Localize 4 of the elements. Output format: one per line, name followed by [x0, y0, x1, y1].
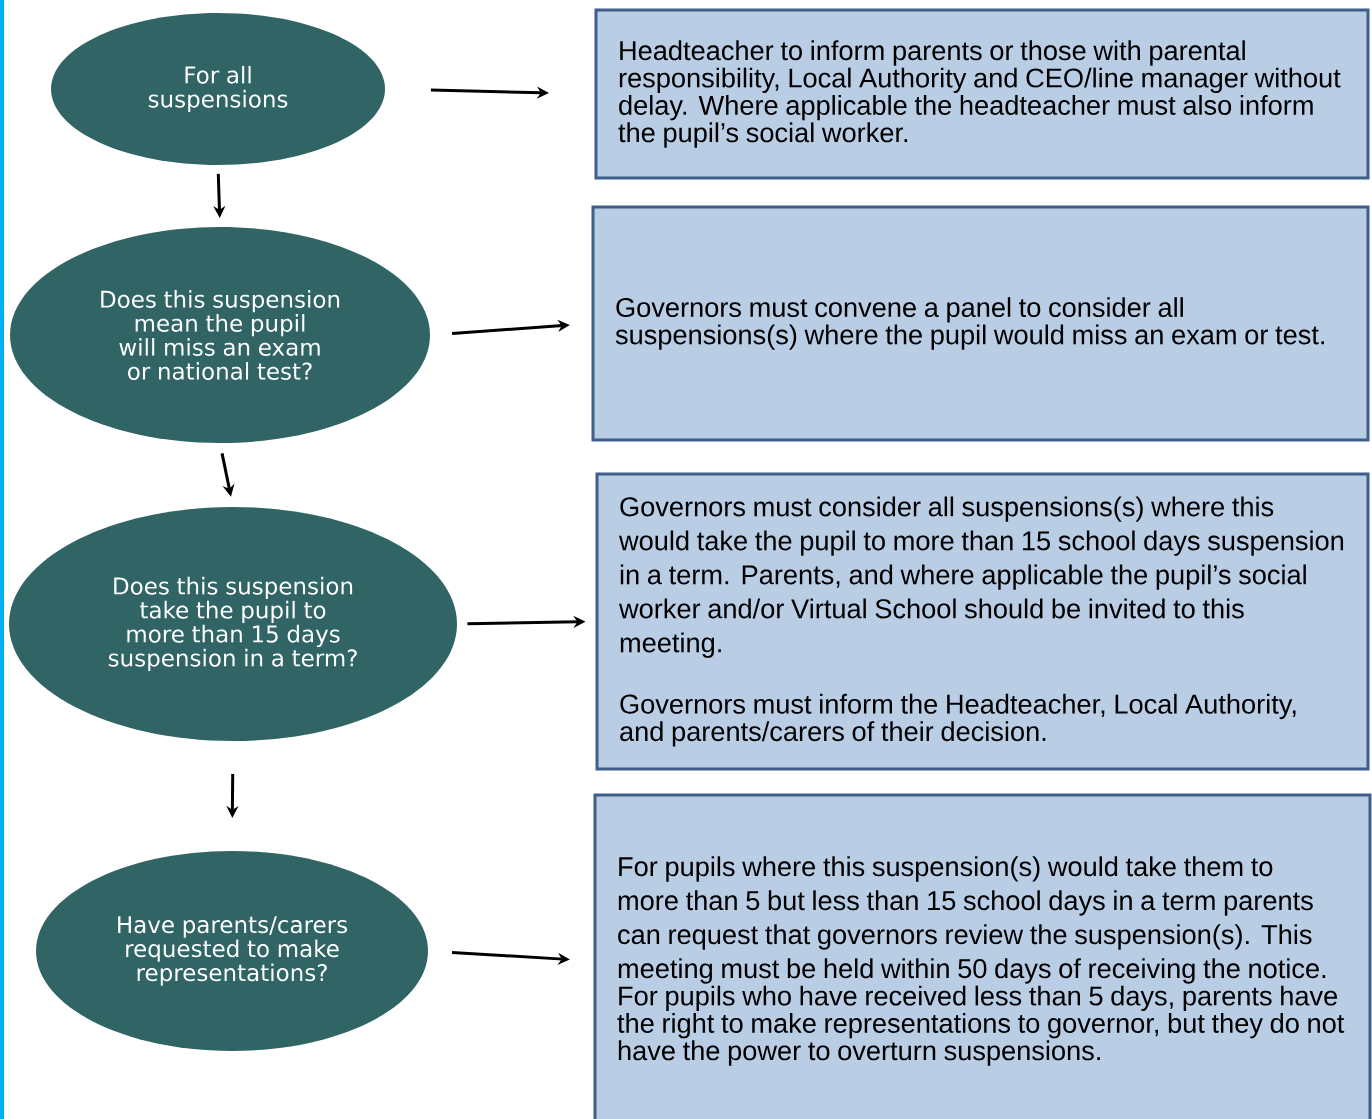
info-box: Governors must convene a panel to consider all suspensions(s) where the pupil would miss an exam or test.	[591, 205, 1370, 442]
info-box: For pupils where this suspension(s) would take them to more than 5 but less than 15 school days in a term parents can request that governors review the suspension(s). This meeting must be held within 50 days of receiving the notice. For pupils who have received less than 5 days, parents have the right to make representations to governor, but they do not have the power to overturn suspensions.	[593, 793, 1372, 1119]
info-box: Governors must consider all suspensions(s) where this would take the pupil to more than 15 school days suspension in a term. Parents, and where applicable the pupil’s social worker and/or Virtual School should be invited to this meeting. Governors must inform the Headteacher, Local Authority, and parents/carers of their decision.	[595, 472, 1370, 771]
info-box: Headteacher to inform parents or those with parental responsibility, Local Authority and CEO/line manager without delay. Where applicable the headteacher must also inform the pupil’s social worker.	[594, 8, 1370, 180]
